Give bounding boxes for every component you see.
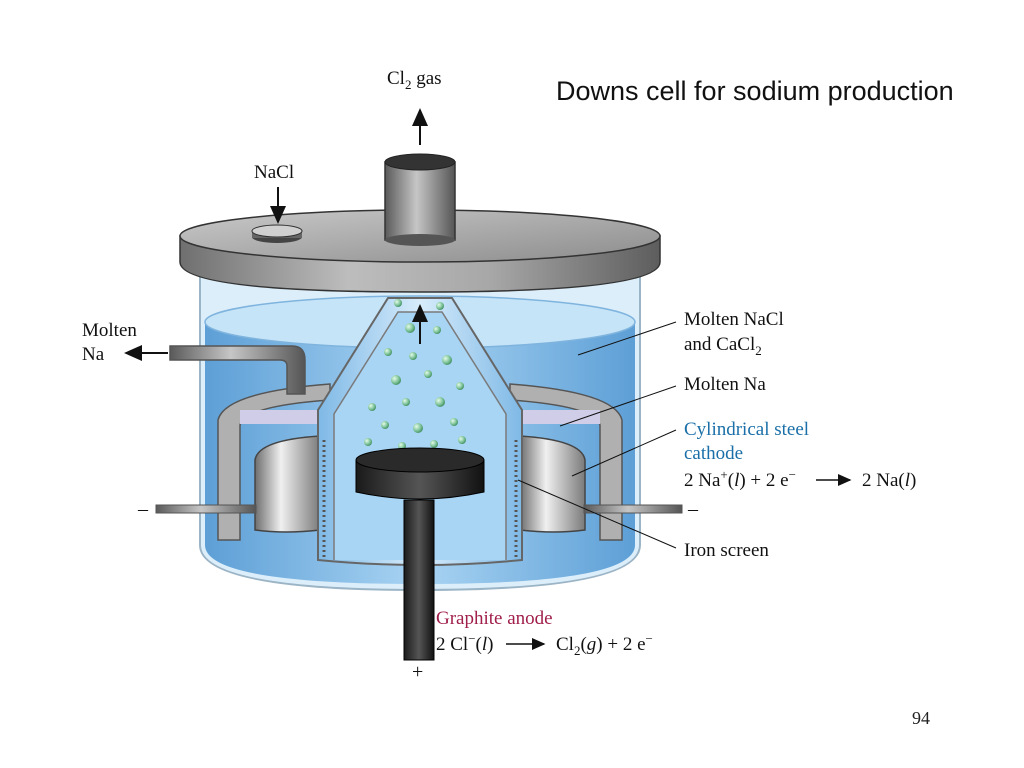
molten-na-outlet-label-line1: Molten xyxy=(82,320,137,341)
molten-nacl-label-line2: and CaCl2 xyxy=(684,334,762,358)
iron-screen-label: Iron screen xyxy=(684,540,769,561)
molten-nacl-label-line1: Molten NaCl xyxy=(684,309,784,330)
cathode-label-line1: Cylindrical steel xyxy=(684,419,809,440)
molten-na-outlet-label-line2: Na xyxy=(82,344,105,365)
cl2-gas-label: Cl2 gas xyxy=(387,68,442,92)
chlorine-exit-pipe xyxy=(385,154,455,246)
nacl-label: NaCl xyxy=(254,162,294,183)
cathode-terminal-left-sign: – xyxy=(137,498,149,520)
cathode-equation-left: 2 Na+(l) + 2 e− xyxy=(684,467,796,491)
anode-equation-right: Cl2(g) + 2 e− xyxy=(556,631,653,658)
anode-equation-left: 2 Cl−(l) xyxy=(436,631,493,655)
anode-terminal-sign: + xyxy=(412,661,423,683)
cathode-terminal-right-sign: – xyxy=(687,498,699,520)
molten-sodium-layer-left xyxy=(240,410,330,424)
molten-na-label: Molten Na xyxy=(684,374,766,395)
anode-label: Graphite anode xyxy=(436,608,553,629)
cathode-label-line2: cathode xyxy=(684,443,743,464)
cathode-equation-right: 2 Na(l) xyxy=(862,470,916,491)
